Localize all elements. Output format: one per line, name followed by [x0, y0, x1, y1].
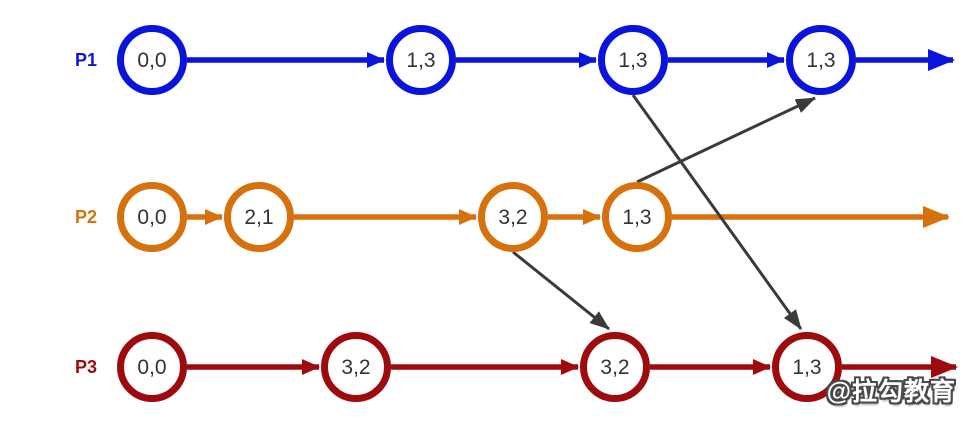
- event-node-p3-1: [117, 332, 187, 402]
- event-node-p3-4: [772, 332, 842, 402]
- message-arrow-1: [631, 94, 803, 330]
- event-node-p1-3: [598, 25, 668, 95]
- event-value-p3-4: 1,3: [792, 356, 821, 379]
- process-label-p2: P2: [75, 207, 97, 227]
- message-arrow-2: [636, 96, 816, 184]
- event-node-p2-3: [478, 182, 548, 252]
- event-value-p2-3: 3,2: [498, 206, 527, 229]
- event-value-p2-1: 0,0: [137, 206, 166, 229]
- event-value-p2-4: 1,3: [622, 206, 651, 229]
- event-node-p1-1: [117, 25, 187, 95]
- event-value-p1-2: 1,3: [406, 49, 435, 72]
- event-node-p3-2: [321, 332, 391, 402]
- event-node-p2-4: [602, 182, 672, 252]
- event-value-p1-1: 0,0: [137, 49, 166, 72]
- event-value-p1-3: 1,3: [618, 49, 647, 72]
- event-value-p3-1: 0,0: [137, 356, 166, 379]
- event-value-p1-4: 1,3: [806, 49, 835, 72]
- event-node-p3-3: [580, 332, 650, 402]
- message-arrow-3: [512, 250, 610, 331]
- process-label-p1: P1: [75, 50, 97, 70]
- event-value-p3-3: 3,2: [600, 356, 629, 379]
- event-value-p2-2: 2,1: [244, 206, 273, 229]
- process-label-p3: P3: [75, 357, 97, 377]
- event-node-p2-2: [224, 182, 294, 252]
- event-value-p3-2: 3,2: [341, 356, 370, 379]
- event-node-p2-1: [117, 182, 187, 252]
- event-node-p1-4: [786, 25, 856, 95]
- event-node-p1-2: [386, 25, 456, 95]
